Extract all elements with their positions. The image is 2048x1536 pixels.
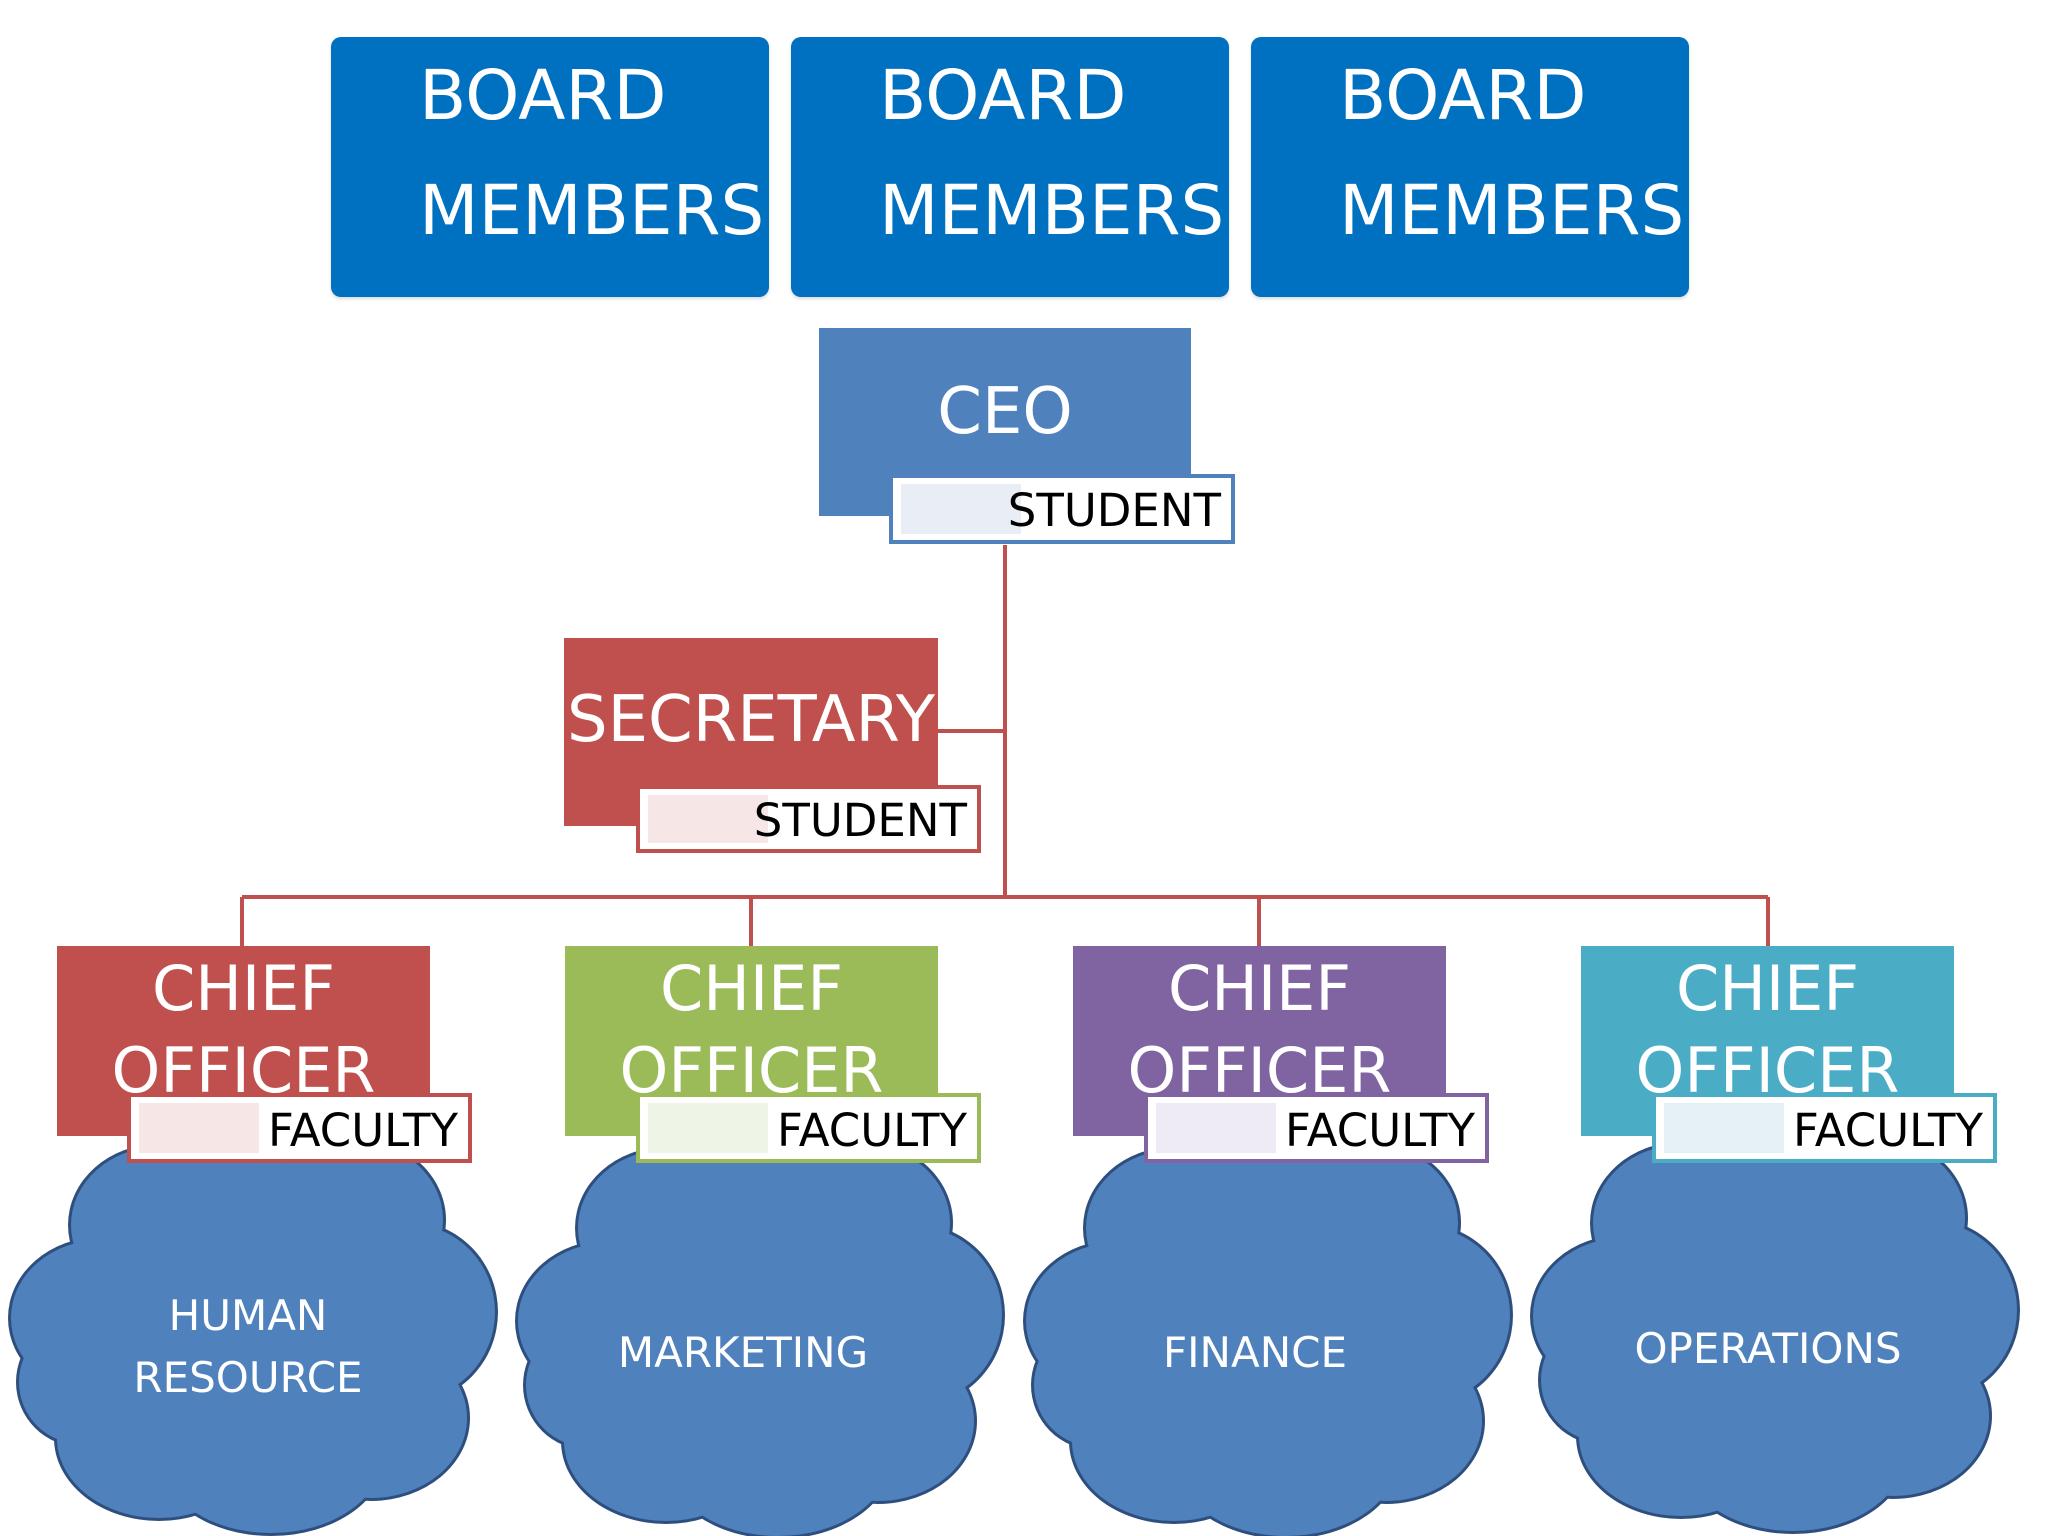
secretary-role-text: STUDENT [753,794,967,847]
chief-title-line2: OFFICER [1635,1034,1900,1107]
department-cloud-4[interactable] [1530,1115,2020,1534]
board-members-box-1[interactable]: BOARD MEMBERS [331,37,769,297]
chief-role-text: FACULTY [1793,1104,1983,1157]
board-members-box-3[interactable]: BOARD MEMBERS [1251,37,1689,297]
board-label-line2: MEMBERS [1339,171,1685,251]
cloud-core [1603,1198,1943,1458]
chief-role-tag-2: FACULTY [636,1093,981,1163]
chief-title-line2: OFFICER [619,1034,884,1107]
chief-title-line1: CHIEF [659,952,844,1025]
chief-role-text: FACULTY [1285,1104,1475,1157]
secretary-role-tag: STUDENT [636,785,981,853]
board-label-line2: MEMBERS [419,171,765,251]
department-cloud-2[interactable] [515,1120,1005,1536]
ceo-role-tag: STUDENT [889,474,1235,544]
board-label-line1: BOARD [879,56,1127,136]
board-members-box-2[interactable]: BOARD MEMBERS [791,37,1229,297]
cloud-core [81,1200,421,1460]
chief-role-text: FACULTY [777,1104,967,1157]
chief-title-line1: CHIEF [1675,952,1860,1025]
ceo-title: CEO [937,375,1073,449]
chief-role-tag-1: FACULTY [127,1093,472,1163]
board-label-line1: BOARD [419,56,667,136]
department-label-operations: OPERATIONS [1634,1324,1902,1373]
cloud-core [1096,1203,1436,1463]
board-label-line2: MEMBERS [879,171,1225,251]
department-label-marketing: MARKETING [617,1328,869,1377]
secretary-title: SECRETARY [566,683,936,757]
chief-title-line1: CHIEF [151,952,336,1025]
chief-title-line2: OFFICER [111,1034,376,1107]
department-label-finance: FINANCE [1163,1328,1347,1377]
chief-title-line1: CHIEF [1167,952,1352,1025]
chief-role-tag-3: FACULTY [1144,1093,1489,1163]
department-label-human-resource: HUMAN RESOURCE [133,1291,363,1402]
cloud-core [588,1203,928,1463]
chief-role-text: FACULTY [268,1104,458,1157]
chief-role-tag-4: FACULTY [1652,1093,1997,1163]
ceo-role-text: STUDENT [1007,484,1221,537]
chief-title-line2: OFFICER [1127,1034,1392,1107]
board-label-line1: BOARD [1339,56,1587,136]
